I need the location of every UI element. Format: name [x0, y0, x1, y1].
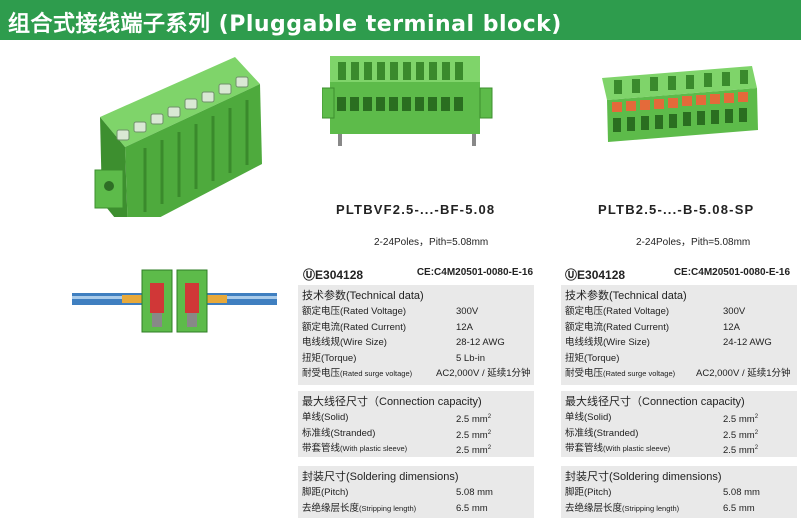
spec-row: 扭矩(Torque): [565, 352, 620, 364]
ce-number: CE:C4M20501-0080-E-16: [673, 267, 790, 278]
product1-soldering-panel: 封装尺寸(Soldering dimensions) 脚距(Pitch)5.08…: [298, 466, 534, 518]
spec-row: 额定电流(Rated Current)12A: [565, 321, 740, 333]
spec-row: 单线(Solid)2.5 mm2: [565, 412, 759, 426]
product2-poles: 2-24Poles，Pith=5.08mm: [636, 237, 751, 248]
product2-model: PLTB2.5-...-B-5.08-SP: [598, 202, 755, 217]
panel-heading: 封装尺寸(Soldering dimensions): [302, 471, 459, 483]
spec-row: 去绝缘层长度(Stripping length)6.5 mm: [565, 502, 755, 514]
panel-heading: 技术参数(Technical data): [302, 290, 424, 302]
product2-image: [602, 66, 758, 142]
spec-row: 带套管线(With plastic sleeve)2.5 mm2: [565, 443, 759, 457]
cross-section-image: [72, 269, 277, 333]
spec-row: 耐受电压(Rated surge voltage)AC2,000V / 延续1分…: [302, 368, 531, 380]
ul-mark: Ⓤ: [565, 268, 578, 282]
spec-row: 脚距(Pitch)5.08 mm: [565, 487, 760, 498]
product1-image: [322, 56, 493, 146]
spec-row: 耐受电压(Rated surge voltage)AC2,000V / 延续1分…: [565, 368, 791, 380]
panel-heading: 封装尺寸(Soldering dimensions): [565, 471, 722, 483]
page-title: 组合式接线端子系列 (Pluggable terminal block): [8, 12, 562, 37]
spec-row: 去绝缘层长度(Stripping length)6.5 mm: [302, 502, 488, 514]
spec-row: 额定电流(Rated Current)12A: [302, 321, 473, 333]
product1-model: PLTBVF2.5-...-BF-5.08: [336, 202, 496, 217]
spec-row: 标准线(Stranded)2.5 mm2: [302, 427, 492, 441]
spec-row: 带套管线(With plastic sleeve)2.5 mm2: [302, 443, 492, 457]
ul-number: E304128: [577, 268, 626, 282]
spec-row: 单线(Solid)2.5 mm2: [302, 412, 492, 426]
ce-number: CE:C4M20501-0080-E-16: [416, 267, 533, 278]
product2-technical-panel: 技术参数(Technical data) 额定电压(Rated Voltage)…: [561, 285, 797, 385]
header-bar: 组合式接线端子系列 (Pluggable terminal block): [0, 0, 801, 40]
spec-row: 扭矩(Torque)5 Lb-in: [302, 352, 486, 364]
spec-row: 电线线规(Wire Size)28-12 AWG: [302, 337, 505, 349]
panel-heading: 技术参数(Technical data): [565, 290, 687, 302]
panel-heading: 最大线径尺寸（Connection capacity): [565, 396, 745, 408]
ul-mark: Ⓤ: [303, 268, 316, 282]
panel-heading: 最大线径尺寸（Connection capacity): [302, 396, 482, 408]
spec-row: 脚距(Pitch)5.08 mm: [302, 487, 493, 498]
product2-soldering-panel: 封装尺寸(Soldering dimensions) 脚距(Pitch)5.08…: [561, 466, 797, 518]
product1-cert: ⓊE304128 CE:C4M20501-0080-E-16: [303, 266, 533, 284]
spec-row: 电线线规(Wire Size)24-12 AWG: [565, 337, 772, 349]
product1-technical-panel: 技术参数(Technical data) 额定电压(Rated Voltage)…: [298, 285, 534, 385]
product2-cert: ⓊE304128 CE:C4M20501-0080-E-16: [565, 266, 790, 284]
product2-capacity-panel: 最大线径尺寸（Connection capacity) 单线(Solid)2.5…: [561, 391, 797, 457]
product1-poles: 2-24Poles，Pith=5.08mm: [374, 237, 489, 248]
ul-number: E304128: [315, 268, 364, 282]
spec-row: 额定电压(Rated Voltage)300V: [565, 306, 746, 317]
product1-capacity-panel: 最大线径尺寸（Connection capacity) 单线(Solid)2.5…: [298, 391, 534, 457]
large-connector-image: [94, 57, 262, 217]
spec-row: 额定电压(Rated Voltage)300V: [302, 306, 479, 317]
spec-row: 标准线(Stranded)2.5 mm2: [565, 427, 759, 441]
